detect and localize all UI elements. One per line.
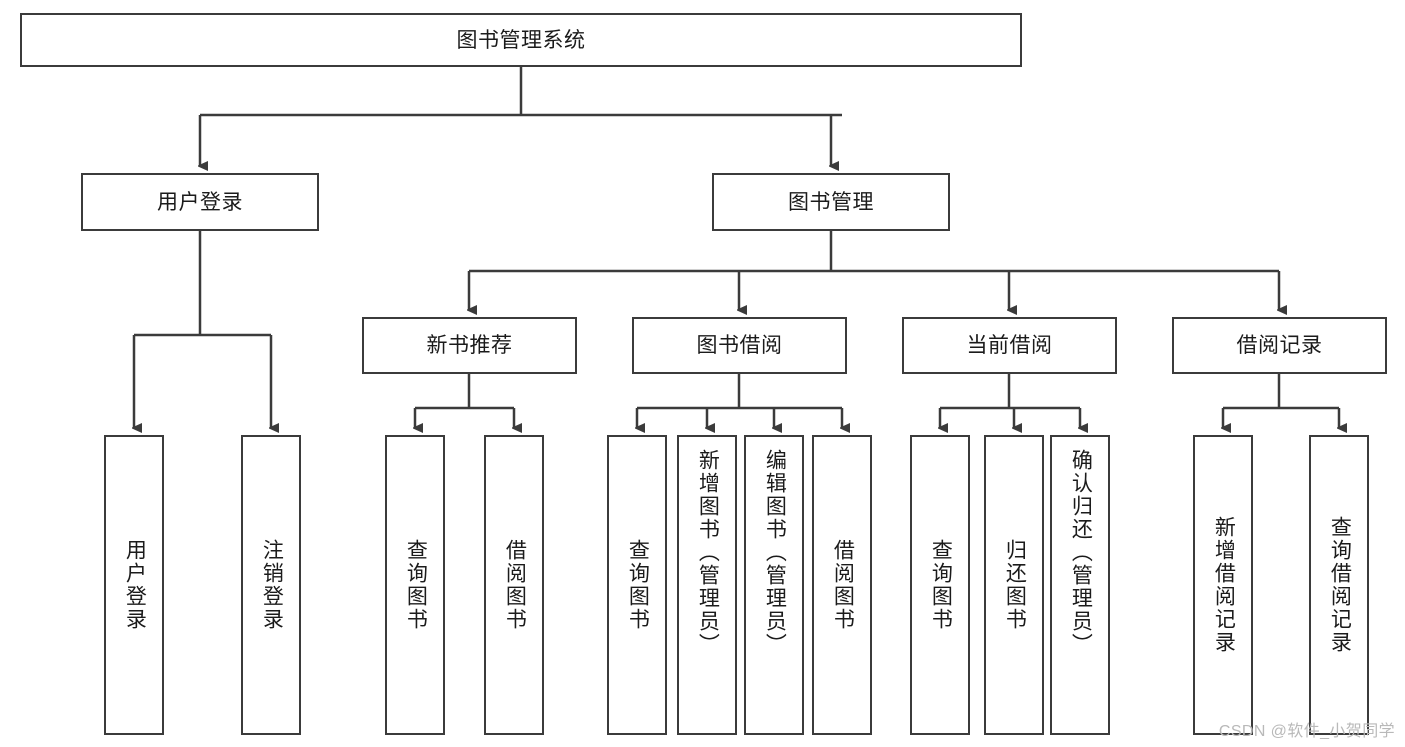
node-leaf-return-book-label: 归还图书	[1003, 539, 1027, 631]
node-leaf-add-borrow-record-label: 新增借阅记录	[1212, 516, 1236, 654]
node-leaf-query-book-current-label: 查询图书	[929, 539, 953, 631]
csdn-watermark: CSDN @软件_小贺同学	[1218, 723, 1395, 740]
node-new-book-recommend-label: 新书推荐	[426, 334, 513, 357]
node-leaf-query-borrow-record-label: 查询借阅记录	[1328, 516, 1352, 654]
node-leaf-borrow-book-label: 借阅图书	[831, 539, 855, 631]
node-root-label: 图书管理系统	[456, 28, 586, 52]
node-leaf-edit-book[interactable]: 编辑图书（管理员）	[744, 435, 804, 735]
node-leaf-borrow-book-rec[interactable]: 借阅图书	[484, 435, 544, 735]
node-book-manage-label: 图书管理	[788, 190, 874, 214]
node-book-manage[interactable]: 图书管理	[712, 173, 950, 231]
node-leaf-edit-book-label: 编辑图书（管理员）	[763, 449, 787, 656]
node-book-borrow-label: 图书借阅	[696, 334, 783, 357]
node-leaf-logout[interactable]: 注销登录	[241, 435, 301, 735]
node-leaf-confirm-return[interactable]: 确认归还（管理员）	[1050, 435, 1110, 735]
node-current-borrow[interactable]: 当前借阅	[902, 317, 1117, 374]
node-current-borrow-label: 当前借阅	[966, 334, 1053, 357]
node-leaf-query-book-borrow-label: 查询图书	[626, 539, 650, 631]
node-leaf-logout-label: 注销登录	[260, 539, 284, 631]
node-user-login[interactable]: 用户登录	[81, 173, 319, 231]
node-leaf-user-login[interactable]: 用户登录	[104, 435, 164, 735]
node-user-login-label: 用户登录	[157, 190, 243, 214]
node-book-borrow[interactable]: 图书借阅	[632, 317, 847, 374]
node-leaf-query-book-rec[interactable]: 查询图书	[385, 435, 445, 735]
node-leaf-borrow-book-rec-label: 借阅图书	[503, 539, 527, 631]
node-borrow-record[interactable]: 借阅记录	[1172, 317, 1387, 374]
node-leaf-user-login-label: 用户登录	[123, 539, 147, 631]
node-root[interactable]: 图书管理系统	[20, 13, 1022, 67]
node-leaf-confirm-return-label: 确认归还（管理员）	[1069, 449, 1093, 656]
node-leaf-query-book-borrow[interactable]: 查询图书	[607, 435, 667, 735]
node-leaf-query-borrow-record[interactable]: 查询借阅记录	[1309, 435, 1369, 735]
node-leaf-return-book[interactable]: 归还图书	[984, 435, 1044, 735]
node-leaf-query-book-rec-label: 查询图书	[404, 539, 428, 631]
node-leaf-add-book-label: 新增图书（管理员）	[696, 449, 720, 656]
node-leaf-query-book-current[interactable]: 查询图书	[910, 435, 970, 735]
node-leaf-add-book[interactable]: 新增图书（管理员）	[677, 435, 737, 735]
node-leaf-add-borrow-record[interactable]: 新增借阅记录	[1193, 435, 1253, 735]
node-new-book-recommend[interactable]: 新书推荐	[362, 317, 577, 374]
node-leaf-borrow-book[interactable]: 借阅图书	[812, 435, 872, 735]
node-borrow-record-label: 借阅记录	[1236, 334, 1323, 357]
